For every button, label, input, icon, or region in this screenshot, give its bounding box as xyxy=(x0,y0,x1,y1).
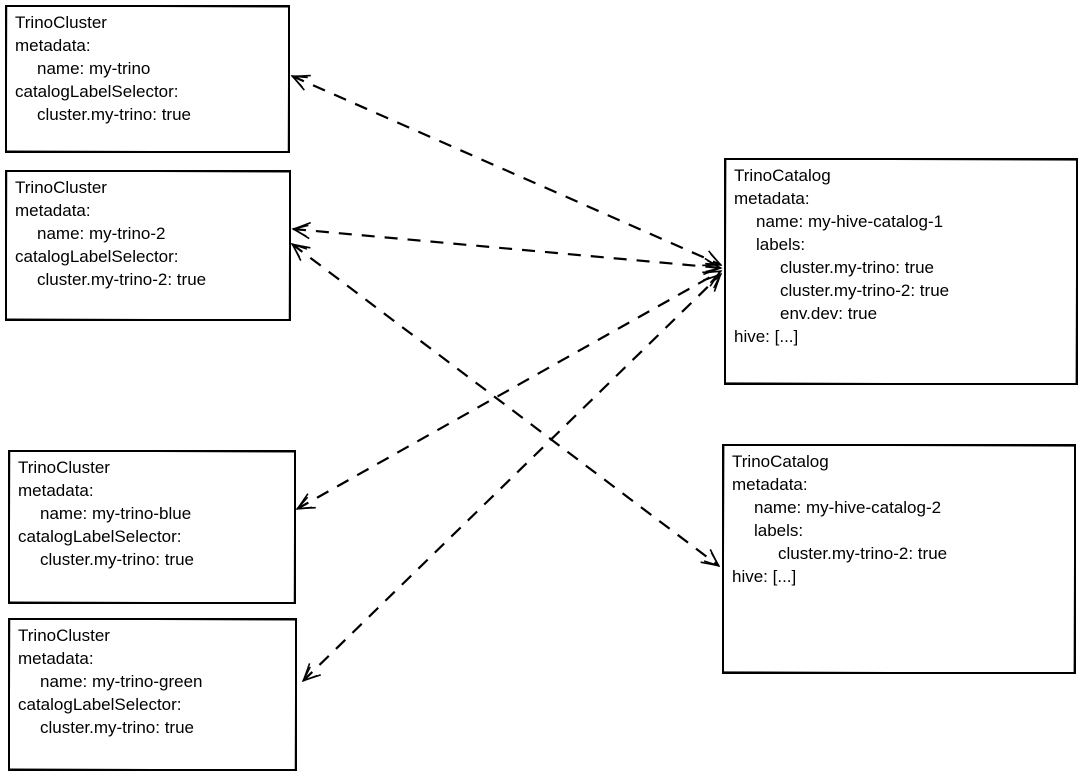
node-kind-label: TrinoCluster xyxy=(15,178,107,197)
node-name-line: name: my-hive-catalog-1 xyxy=(756,212,944,231)
node-selector-line: cluster.my-trino: true xyxy=(37,105,191,124)
edge-my-trino-to-my-hive-catalog-1 xyxy=(290,74,723,267)
node-selector-label: catalogLabelSelector: xyxy=(15,82,179,101)
node-metadata-label: metadata: xyxy=(18,649,94,668)
node-name-line: name: my-trino xyxy=(37,59,151,78)
node-name-line: name: my-trino-green xyxy=(40,672,203,691)
node-trinocluster-my-trino: TrinoCluster metadata: name: my-trino ca… xyxy=(5,5,290,153)
node-name-line: name: my-trino-blue xyxy=(40,504,192,523)
node-selector-line: cluster.my-trino: true xyxy=(40,718,194,737)
edge-my-trino-2-to-my-hive-catalog-1 xyxy=(291,221,723,276)
node-trinocluster-my-trino-blue: TrinoCluster metadata: name: my-trino-bl… xyxy=(8,450,296,604)
node-hive-line: hive: [...] xyxy=(732,567,797,586)
node-selector-label: catalogLabelSelector: xyxy=(18,695,182,714)
node-metadata-label: metadata: xyxy=(18,481,94,500)
node-selector-line: cluster.my-trino-2: true xyxy=(37,270,207,289)
node-selector-line: cluster.my-trino: true xyxy=(40,550,194,569)
node-kind-label: TrinoCluster xyxy=(18,458,110,477)
node-name-line: name: my-hive-catalog-2 xyxy=(754,498,942,517)
node-label-line: cluster.my-trino: true xyxy=(780,258,934,277)
edge-my-trino-2-to-my-hive-catalog-2 xyxy=(290,242,721,568)
node-metadata-label: metadata: xyxy=(732,475,808,494)
node-trinocluster-my-trino-2: TrinoCluster metadata: name: my-trino-2 … xyxy=(5,170,291,321)
node-kind-label: TrinoCluster xyxy=(18,626,110,645)
node-kind-label: TrinoCluster xyxy=(15,13,107,32)
node-label-line: cluster.my-trino-2: true xyxy=(778,544,948,563)
node-kind-label: TrinoCatalog xyxy=(732,452,829,471)
node-trinocatalog-my-hive-catalog-1: TrinoCatalog metadata: name: my-hive-cat… xyxy=(724,158,1078,385)
node-metadata-label: metadata: xyxy=(734,189,810,208)
node-selector-label: catalogLabelSelector: xyxy=(18,527,182,546)
node-label-line: cluster.my-trino-2: true xyxy=(780,281,950,300)
node-metadata-label: metadata: xyxy=(15,201,91,220)
node-labels-label: labels: xyxy=(756,235,806,254)
node-kind-label: TrinoCatalog xyxy=(734,166,831,185)
node-name-line: name: my-trino-2 xyxy=(37,224,166,243)
node-label-line: env.dev: true xyxy=(780,304,878,323)
edge-my-trino-blue-to-my-hive-catalog-1 xyxy=(295,270,723,510)
node-trinocatalog-my-hive-catalog-2: TrinoCatalog metadata: name: my-hive-cat… xyxy=(722,444,1076,674)
node-labels-label: labels: xyxy=(754,521,804,540)
node-selector-label: catalogLabelSelector: xyxy=(15,247,179,266)
node-hive-line: hive: [...] xyxy=(734,327,799,346)
edge-my-trino-green-to-my-hive-catalog-1 xyxy=(301,272,723,683)
node-metadata-label: metadata: xyxy=(15,36,91,55)
edge-group xyxy=(290,74,723,683)
node-trinocluster-my-trino-green: TrinoCluster metadata: name: my-trino-gr… xyxy=(8,618,297,771)
